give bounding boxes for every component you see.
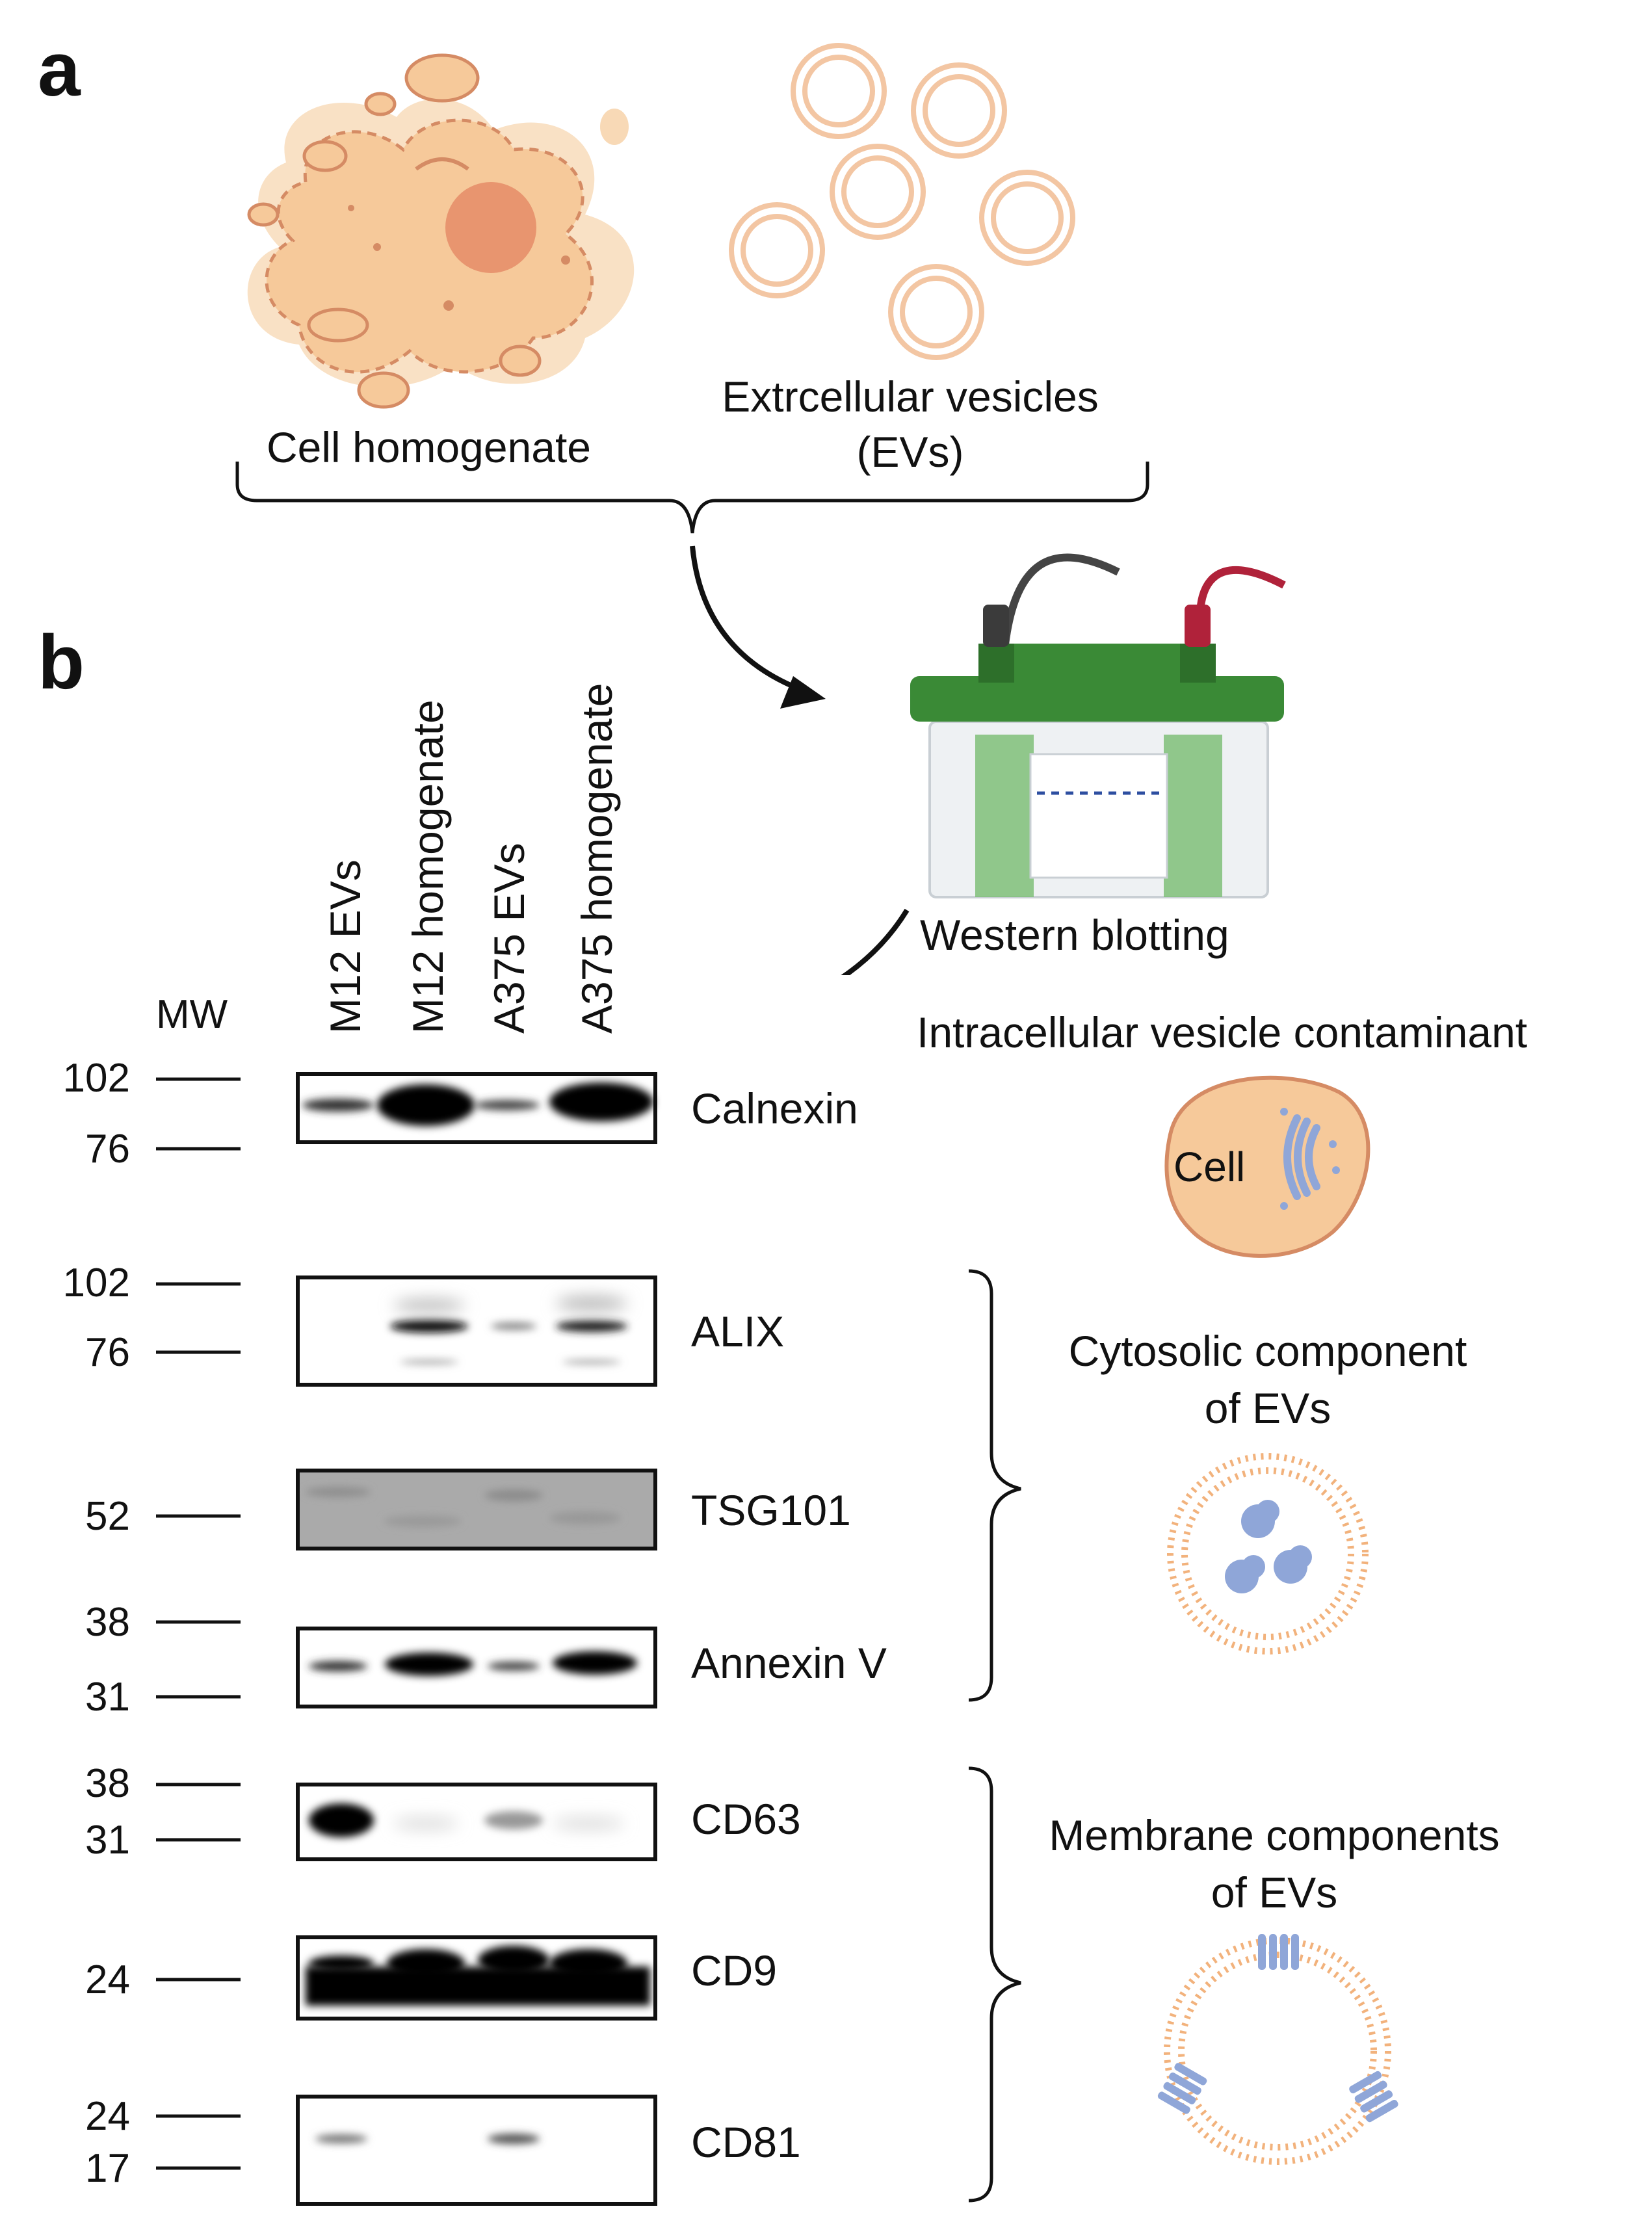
mw-marker: 31 bbox=[85, 1818, 130, 1863]
cytosolic-label-line2: of EVs bbox=[1204, 1384, 1331, 1432]
cell-homogenate-label: Cell homogenate bbox=[267, 423, 591, 471]
blot-label: ALIX bbox=[691, 1307, 785, 1355]
panel-a-brace bbox=[235, 462, 1149, 534]
panel-letter-a: a bbox=[38, 27, 81, 112]
mw-header: MW bbox=[156, 992, 228, 1037]
blot-calnexin bbox=[156, 1072, 657, 1151]
western-blot-apparatus-icon bbox=[910, 553, 1286, 898]
mw-marker: 102 bbox=[62, 1056, 130, 1101]
blot-alix bbox=[156, 1276, 657, 1387]
blot-label: Calnexin bbox=[691, 1084, 858, 1132]
mw-marker: 24 bbox=[85, 1957, 130, 2002]
mw-marker: 17 bbox=[85, 2146, 130, 2191]
cell-icon-text: Cell bbox=[1173, 1144, 1246, 1190]
mw-marker: 38 bbox=[85, 1761, 130, 1806]
blot-annexin-v bbox=[156, 1620, 657, 1708]
arrow-to-blots bbox=[841, 908, 910, 975]
blot-tsg101 bbox=[156, 1469, 657, 1550]
blot-label: Annexin V bbox=[691, 1639, 887, 1687]
blot-label: CD9 bbox=[691, 1946, 778, 1995]
mw-marker: 31 bbox=[85, 1675, 130, 1720]
blot-label: CD81 bbox=[691, 2118, 801, 2166]
mw-marker: 76 bbox=[85, 1330, 130, 1375]
panel-letter-b: b bbox=[38, 620, 85, 705]
extracellular-vesicles-icon bbox=[729, 43, 1075, 360]
western-blotting-label: Western blotting bbox=[920, 911, 1229, 959]
blot-cd9 bbox=[156, 1935, 657, 2021]
brace-cytosolic bbox=[968, 1269, 1021, 1702]
mw-marker: 52 bbox=[85, 1494, 130, 1539]
blot-label: TSG101 bbox=[691, 1486, 851, 1534]
mw-marker: 76 bbox=[85, 1127, 130, 1171]
contaminant-label: Intracellular vesicle contaminant bbox=[917, 1008, 1528, 1056]
blot-cd63 bbox=[156, 1783, 657, 1861]
brace-membrane bbox=[968, 1766, 1021, 2203]
ev-cytosolic-protein-icon bbox=[1167, 1453, 1369, 1655]
cytosolic-label-line1: Cytosolic component bbox=[1068, 1327, 1467, 1375]
membrane-label-line1: Membrane components bbox=[1049, 1811, 1500, 1859]
blot-label: CD63 bbox=[691, 1795, 801, 1843]
mw-marker: 102 bbox=[62, 1261, 130, 1305]
ev-label-line1: Extrcellular vesicles bbox=[722, 373, 1099, 421]
panel-a-illustration bbox=[235, 43, 1286, 975]
membrane-label-line2: of EVs bbox=[1211, 1868, 1338, 1917]
cell-homogenate-icon bbox=[247, 53, 635, 409]
ev-membrane-protein-icon bbox=[1157, 1934, 1398, 2165]
ev-label-line2: (EVs) bbox=[856, 428, 964, 476]
mw-marker: 38 bbox=[85, 1600, 130, 1645]
cell-golgi-icon bbox=[1164, 1075, 1370, 1258]
mw-marker: 24 bbox=[85, 2094, 130, 2139]
blot-cd81 bbox=[156, 2095, 657, 2206]
arrow-to-western bbox=[690, 545, 801, 692]
